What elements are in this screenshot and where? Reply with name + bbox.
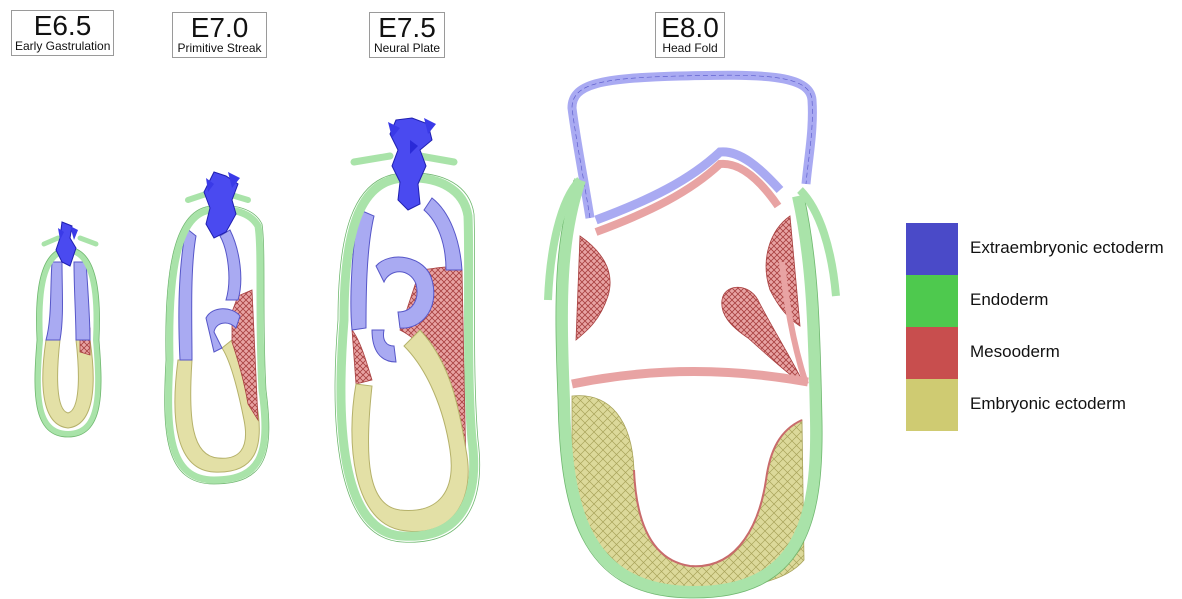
legend-item-extraembryonic-ectoderm: Extraembryonic ectoderm	[906, 223, 1176, 275]
legend-label: Extraembryonic ectoderm	[970, 238, 1164, 258]
legend-swatch	[906, 275, 958, 327]
extraembryonic-cell-cluster	[56, 222, 78, 266]
legend-swatch	[906, 379, 958, 431]
legend-item-endoderm: Endoderm	[906, 275, 1176, 327]
extraembryonic-cell-cluster	[204, 172, 240, 238]
embryo-e8-0	[548, 75, 836, 598]
amnion-membrane-outline	[572, 75, 812, 218]
extraembryonic-cell-cluster	[388, 118, 436, 210]
embryo-e7-5	[335, 118, 480, 542]
legend-item-embryonic-ectoderm: Embryonic ectoderm	[906, 379, 1176, 431]
extraembryonic-ectoderm-layer	[46, 262, 90, 340]
embryo-e7-0	[165, 172, 269, 484]
legend-swatch	[906, 327, 958, 379]
mesoderm-left-bulge	[576, 236, 610, 340]
legend-swatch	[906, 223, 958, 275]
legend-label: Endoderm	[970, 290, 1048, 310]
embryo-e6-5	[35, 222, 101, 437]
legend-label: Mesooderm	[970, 342, 1060, 362]
legend-label: Embryonic ectoderm	[970, 394, 1126, 414]
mesoderm-floor	[572, 372, 808, 384]
legend: Extraembryonic ectoderm Endoderm Mesoode…	[906, 223, 1176, 431]
amnion-membrane	[572, 75, 812, 218]
legend-item-mesoderm: Mesooderm	[906, 327, 1176, 379]
